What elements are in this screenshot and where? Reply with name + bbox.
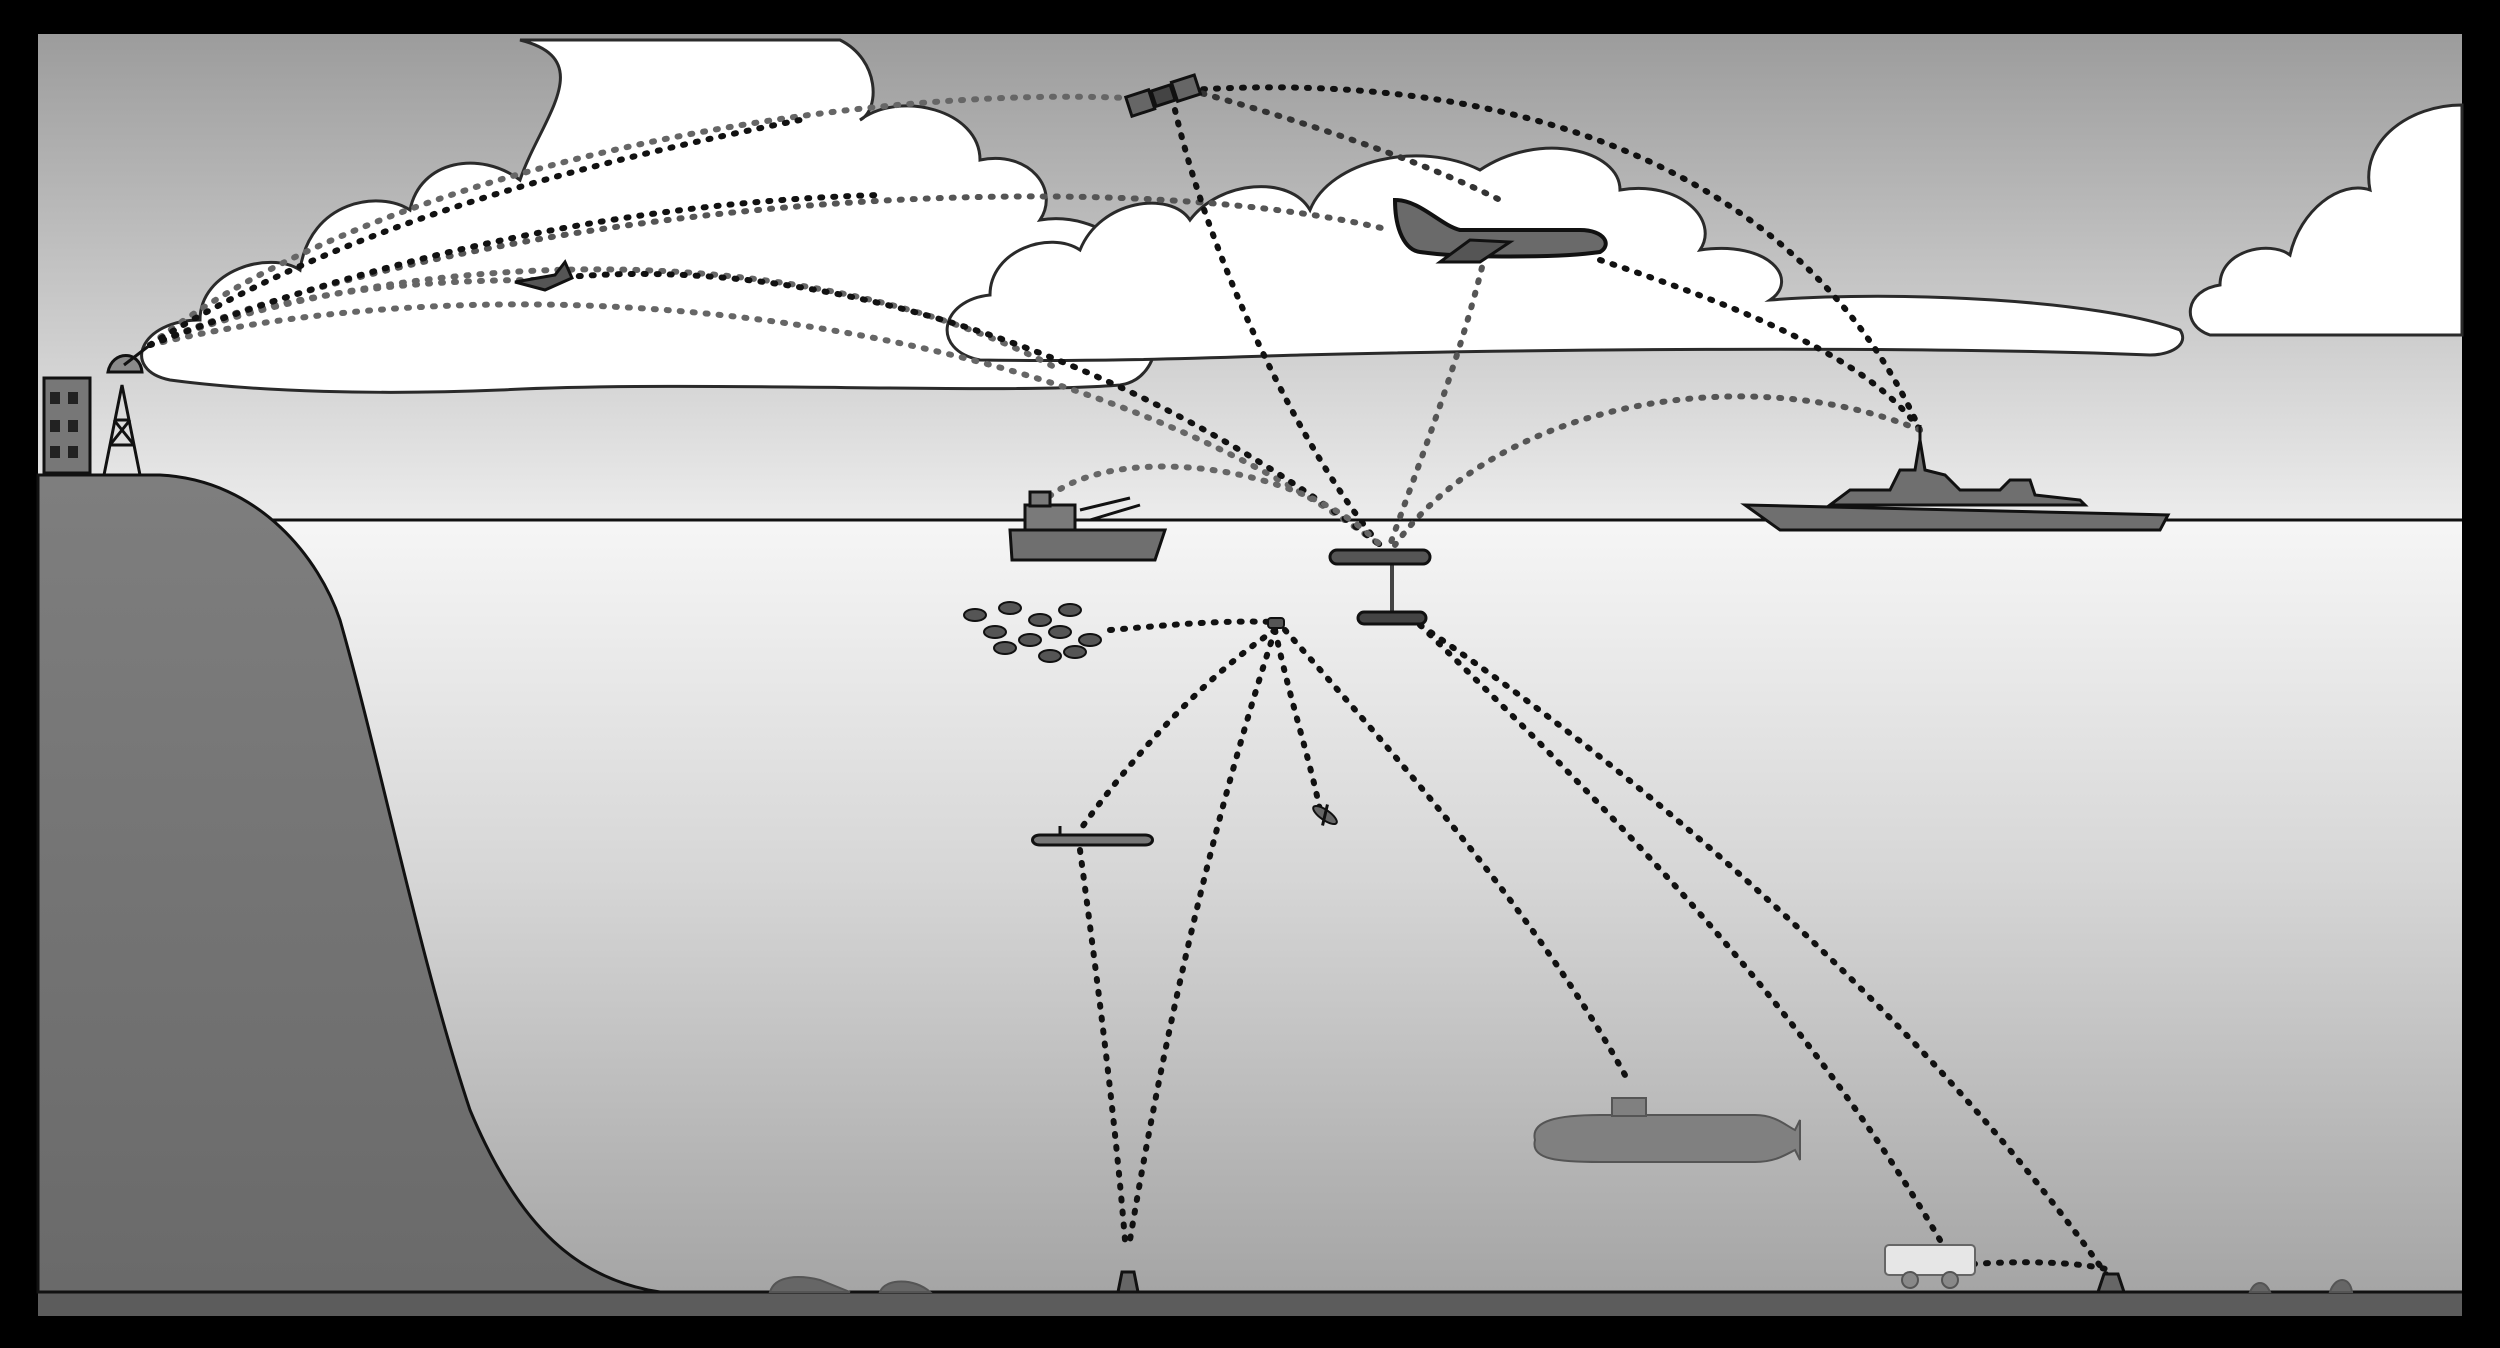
seabed-sensor-icon: [2095, 1272, 2127, 1294]
surface-buoy-icon: [1328, 548, 1432, 566]
link-relay-uuv: [1077, 627, 1278, 833]
cloud-left: [140, 38, 1157, 394]
satellite-icon: [1123, 73, 1203, 119]
destroyer-icon: [1740, 425, 2171, 532]
link-tower-buoy: [147, 301, 1383, 548]
shore-land: [36, 473, 661, 1294]
cloud-right: [2188, 103, 2464, 337]
link-satellite-destroyer: [1187, 84, 1923, 433]
link-fish-relay: [1107, 618, 1278, 633]
link-relay-glider: [1272, 627, 1323, 813]
link-satellite-buoy: [1172, 107, 1383, 548]
radar-tower-icon: [102, 343, 151, 476]
seabed-sensor-icon: [1116, 1270, 1140, 1294]
link-uuv-sensor-a: [1077, 847, 1128, 1243]
link-boat-buoy: [1037, 463, 1383, 548]
submarine-icon: [1533, 1097, 1801, 1163]
seabed-vehicle-icon: [1884, 1244, 1976, 1289]
link-tower-cloud-a: [147, 266, 1063, 373]
link-relay-submarine: [1282, 627, 1628, 1078]
link-airliner-destroyer: [1597, 257, 1923, 433]
comm-links: [147, 84, 2113, 1283]
link-airliner-buoy: [1387, 252, 1488, 548]
link-tower-cloud-dark-b: [147, 192, 883, 348]
seabed-debris: [768, 1276, 2354, 1293]
fish-school-icon: [963, 601, 1102, 663]
relay-node-icon: [1356, 610, 1428, 626]
link-buoy2-vehicle: [1417, 622, 1943, 1243]
link-satellite-cloud: [1187, 87, 1503, 203]
drone-aircraft-icon: [514, 259, 574, 292]
relay-node-icon: [1267, 617, 1285, 629]
link-destroyer-buoy: [1392, 393, 1923, 548]
patrol-boat-icon: [1008, 490, 1168, 562]
uuv-icon: [1031, 826, 1154, 847]
link-relay-sensor-a: [1127, 627, 1278, 1243]
link-tower-satellite: [147, 93, 1163, 348]
link-drone-buoy: [537, 270, 1383, 548]
link-buoy2-sensor-b: [1417, 622, 2113, 1283]
glider-icon: [1312, 804, 1338, 826]
link-tower-cloud-dark-a: [147, 117, 803, 348]
airliner-icon: [1392, 197, 1608, 264]
shore-building-icon: [42, 376, 92, 475]
seabed: [38, 1292, 2462, 1316]
